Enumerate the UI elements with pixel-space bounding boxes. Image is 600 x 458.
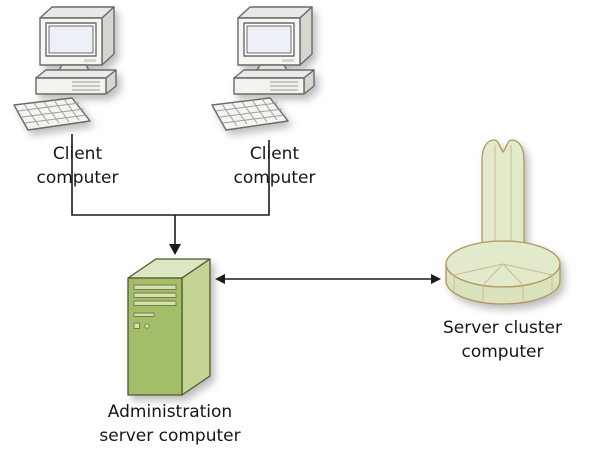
arrowhead-down-icon [169,244,181,255]
admin-server-label: Administration server computer [99,402,241,447]
arrowhead-left-icon [215,274,225,284]
connector-client1-to-admin [71,134,175,216]
client1-label: Client computer [36,144,119,189]
arrowhead-right-icon [431,274,441,284]
desktop-computer-icon [211,6,315,131]
desktop-computer-icon [13,6,117,131]
connector-client2-to-admin [175,140,270,216]
client2-label: Client computer [233,144,316,189]
server-tower-icon [127,258,211,396]
server-cluster-label: Server cluster computer [443,318,562,363]
server-cluster-icon [445,139,561,305]
